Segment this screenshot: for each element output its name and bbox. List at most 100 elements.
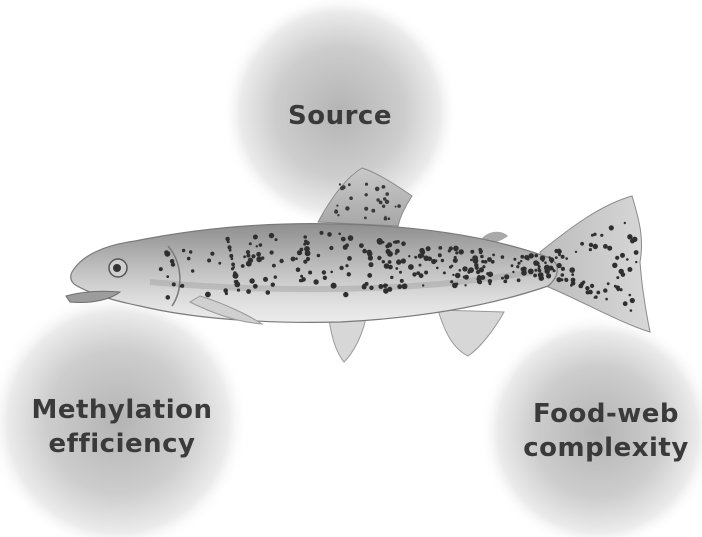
- fish-spot: [375, 187, 380, 192]
- fish-spot: [297, 251, 301, 255]
- fish-spot: [317, 254, 321, 258]
- fish-spot: [560, 278, 563, 281]
- fish-spot: [550, 260, 553, 263]
- fish-spot: [377, 238, 383, 244]
- fish-spot: [441, 259, 444, 262]
- fish-spot: [234, 282, 240, 288]
- fish-spot: [348, 183, 351, 186]
- fish-spot: [334, 210, 338, 214]
- fish-spot: [368, 255, 373, 260]
- fish-spot: [481, 260, 484, 263]
- fish-spot: [412, 272, 416, 276]
- fish-spot: [296, 267, 301, 272]
- source-label: Source: [288, 101, 392, 131]
- fish-spot: [571, 273, 574, 276]
- fish-spot: [479, 251, 483, 255]
- fish-spot: [348, 235, 354, 241]
- fish-spot: [575, 251, 577, 253]
- fish-spot: [266, 290, 271, 295]
- fish-spot: [225, 292, 228, 295]
- fish-spot: [558, 253, 561, 256]
- fish-spot: [424, 271, 428, 275]
- fish-spot: [468, 267, 474, 273]
- fish-spot: [270, 250, 274, 254]
- fish-spot: [591, 234, 594, 237]
- fish-spot: [329, 246, 333, 250]
- fish-spot: [272, 264, 276, 268]
- fish-spot: [159, 267, 163, 271]
- fish-spot: [561, 267, 565, 271]
- fish-spot: [480, 275, 485, 280]
- fish-spot: [399, 271, 402, 274]
- fish-spot: [555, 256, 558, 259]
- fish-spot: [231, 257, 234, 260]
- fish-spot: [388, 217, 391, 220]
- fish-spot: [384, 216, 386, 218]
- fish-spot: [401, 258, 406, 263]
- fish-spot: [520, 255, 524, 259]
- fish-spot: [246, 289, 251, 294]
- fish-spot: [256, 252, 261, 257]
- fish-spot: [365, 282, 369, 286]
- fish-spot: [617, 288, 620, 291]
- fish-spot: [564, 278, 568, 282]
- fish-spot: [342, 185, 346, 189]
- fish-spot: [301, 277, 306, 282]
- fish-spot: [533, 274, 537, 278]
- fish-spot: [376, 198, 379, 201]
- fish-spot: [586, 290, 590, 294]
- fish-spot: [371, 209, 375, 213]
- fish-spot: [426, 246, 431, 251]
- fish-spot: [448, 249, 451, 252]
- fish-spot: [557, 263, 562, 268]
- fish-spot: [528, 269, 534, 275]
- fish-spot: [249, 242, 252, 245]
- fish-spot: [607, 246, 612, 251]
- fish-spot: [538, 265, 541, 268]
- fish-spot: [291, 257, 296, 262]
- fish-spot: [327, 232, 332, 237]
- fish-spot: [338, 233, 341, 236]
- fish-spot: [306, 257, 310, 261]
- fish-spot: [397, 260, 401, 264]
- fish-spot: [336, 205, 338, 207]
- fish-spot: [364, 217, 367, 220]
- fish-spot: [248, 258, 253, 263]
- fish-spot: [455, 283, 458, 286]
- fish-spot: [347, 256, 352, 261]
- fish-spot: [382, 185, 386, 189]
- fish-spot: [367, 273, 372, 278]
- fish-spot: [243, 255, 246, 258]
- fish-spot: [227, 245, 231, 249]
- anal-fin: [438, 310, 504, 356]
- fish-spot: [464, 275, 469, 280]
- fish-spot: [620, 253, 625, 258]
- fish-spot: [544, 261, 547, 264]
- fish-spot: [382, 205, 385, 208]
- fish-spot: [377, 256, 381, 260]
- fish-spot: [210, 252, 214, 256]
- fish-spot: [589, 248, 592, 251]
- fish-spot: [369, 262, 374, 267]
- fish-spot: [253, 284, 258, 289]
- fish-spot: [249, 278, 254, 283]
- fish-spot: [231, 263, 235, 267]
- fish-spot: [593, 244, 598, 249]
- fish-spot: [561, 273, 565, 277]
- fish-spot: [473, 258, 479, 264]
- fish-spot: [489, 282, 492, 285]
- fish-spot: [540, 276, 543, 279]
- fish-spot: [246, 250, 250, 254]
- fish-spot: [621, 272, 626, 277]
- fish-spot: [600, 234, 603, 237]
- fish-spot: [349, 196, 353, 200]
- fish-spot: [477, 279, 482, 284]
- fish-spot: [218, 262, 221, 265]
- fish-spot: [339, 266, 343, 270]
- fish-spot: [385, 244, 389, 248]
- fish-spot: [614, 285, 617, 288]
- fish-spot: [480, 255, 484, 259]
- fish-spot: [172, 282, 176, 286]
- fish-spot: [629, 294, 632, 297]
- fish-spot: [542, 259, 545, 262]
